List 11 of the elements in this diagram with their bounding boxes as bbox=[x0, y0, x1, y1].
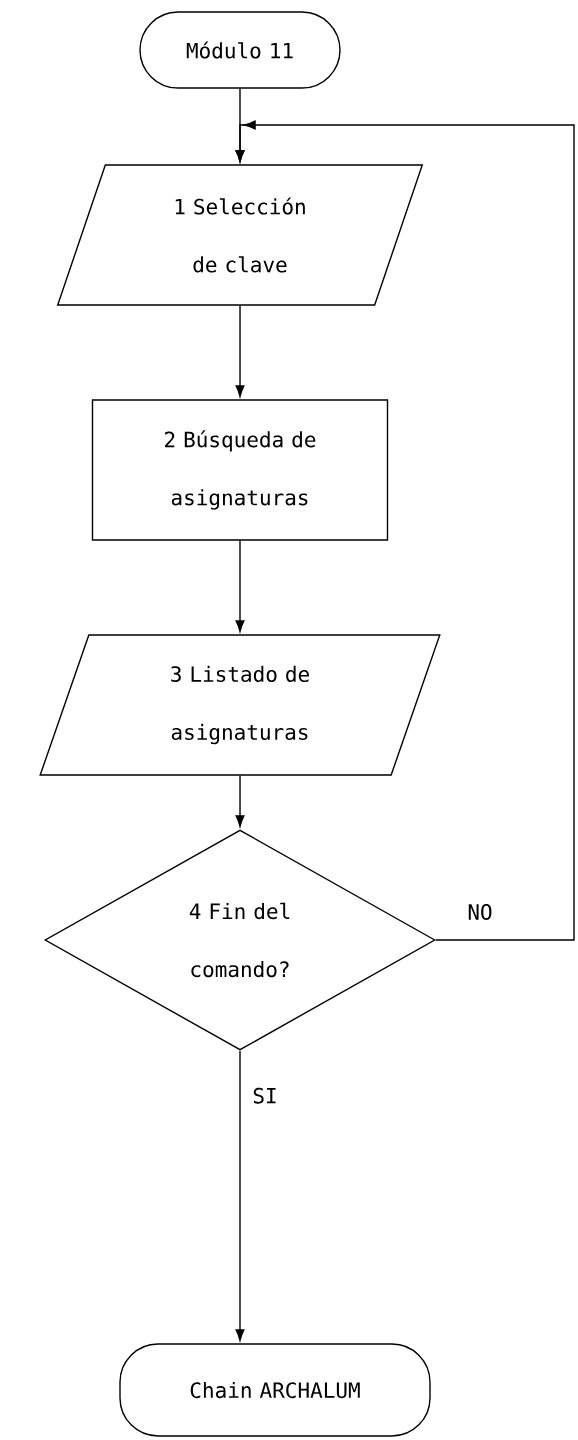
terminal-box: Chain ARCHALUM bbox=[119, 1343, 431, 1437]
process-box: 2 Búsqueda de asignaturas bbox=[91, 399, 389, 541]
terminal-box: Módulo 11 bbox=[139, 11, 341, 89]
edge-label: NO bbox=[465, 902, 495, 922]
arrow bbox=[235, 305, 245, 397]
loop-arrow bbox=[235, 120, 575, 941]
arrow bbox=[235, 1050, 245, 1341]
arrow bbox=[235, 775, 245, 827]
input-output-box: 3 Listado de asignaturas bbox=[39, 634, 441, 776]
arrow bbox=[235, 540, 245, 632]
edge-label: SI bbox=[250, 1085, 280, 1106]
